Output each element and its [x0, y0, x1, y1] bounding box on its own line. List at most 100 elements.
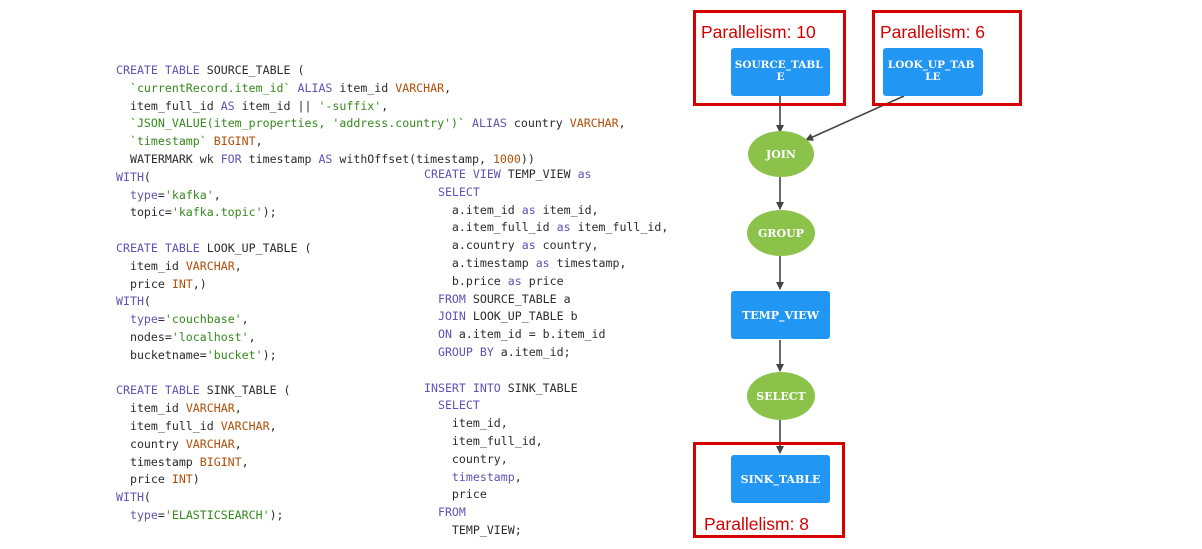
- code-token: );: [269, 507, 284, 522]
- code-token: GROUP BY: [437, 344, 494, 359]
- code-token: =: [157, 187, 165, 202]
- code-token: BIGINT: [199, 454, 242, 469]
- code-token: VARCHAR: [395, 80, 445, 95]
- code-token: ,: [241, 312, 249, 327]
- code-token: INT: [171, 276, 193, 291]
- code-token: a.item_id = b.item_id: [451, 327, 606, 342]
- node-group: GROUP: [747, 210, 815, 256]
- code-token: INT: [171, 472, 193, 487]
- code-token: 'bucket': [206, 347, 263, 362]
- code-token: nodes=: [116, 329, 172, 344]
- code-token: CREATE TABLE: [116, 63, 207, 77]
- code-line: country,: [424, 451, 668, 469]
- code-token: FOR: [220, 151, 242, 166]
- code-token: FROM: [437, 291, 466, 306]
- code-token: VARCHAR: [185, 436, 235, 451]
- code-line: `currentRecord.item_id` ALIAS item_id VA…: [116, 80, 626, 98]
- code-token: 'couchbase': [164, 312, 242, 327]
- code-token: CREATE TABLE: [116, 383, 207, 398]
- code-line: `JSON_VALUE(item_properties, 'address.co…: [116, 115, 626, 133]
- code-token: price: [521, 273, 564, 288]
- code-token: item_full_id,: [570, 220, 669, 235]
- node-look-up-table: LOOK_UP_TAB LE: [883, 48, 983, 96]
- code-token: CREATE TABLE: [116, 240, 207, 255]
- node-join-label: JOIN: [765, 148, 796, 161]
- code-token: 1000: [492, 151, 521, 166]
- code-line: FROM: [424, 504, 668, 522]
- code-line: timestamp,: [424, 469, 668, 487]
- sql-code-right: CREATE VIEW TEMP_VIEW as SELECT a.item_i…: [424, 166, 668, 540]
- code-token: timestamp,: [549, 255, 627, 270]
- code-token: item_id,: [535, 202, 599, 217]
- code-line: timestamp BIGINT,: [116, 454, 626, 472]
- node-look-up-table-label-line2: LE: [925, 71, 940, 83]
- code-token: (: [143, 169, 151, 184]
- code-token: VARCHAR: [569, 116, 619, 131]
- code-token: )): [520, 151, 535, 166]
- code-line: type='couchbase',: [116, 311, 626, 329]
- code-token: country: [506, 116, 570, 131]
- code-token: WITH: [116, 490, 144, 505]
- code-token: item_id: [116, 401, 186, 416]
- code-line: item_full_id AS item_id || '-suffix',: [116, 98, 626, 116]
- code-token: ,: [241, 454, 249, 469]
- code-token: (: [143, 490, 151, 505]
- code-token: );: [262, 347, 277, 362]
- code-token: ,: [234, 258, 242, 273]
- node-group-label: GROUP: [758, 227, 804, 240]
- code-token: as: [556, 220, 571, 235]
- code-token: SINK_TABLE: [507, 380, 578, 395]
- code-token: SOURCE_TABLE (: [206, 63, 305, 77]
- code-line: INSERT INTO SINK_TABLE: [424, 380, 668, 398]
- code-token: type: [129, 507, 158, 522]
- code-token: LOOK_UP_TABLE (: [206, 240, 312, 255]
- code-token: timestamp: [451, 469, 515, 484]
- code-line: ON a.item_id = b.item_id: [424, 326, 668, 344]
- code-token: (: [143, 294, 151, 309]
- code-token: topic=: [116, 205, 172, 220]
- code-token: a.timestamp: [424, 255, 536, 270]
- code-token: item_id: [116, 258, 186, 273]
- code-token: CREATE VIEW: [424, 167, 508, 181]
- code-line: a.item_id as item_id,: [424, 202, 668, 220]
- code-token: =: [157, 507, 165, 522]
- code-line: SELECT: [424, 184, 668, 202]
- code-line: SELECT: [424, 397, 668, 415]
- code-token: ALIAS: [297, 80, 333, 95]
- code-token: VARCHAR: [220, 418, 270, 433]
- code-token: `timestamp`: [129, 134, 207, 149]
- code-token: FROM: [437, 505, 466, 520]
- code-line: type='kafka',: [116, 187, 626, 205]
- code-line: `timestamp` BIGINT,: [116, 133, 626, 151]
- code-line: CREATE TABLE LOOK_UP_TABLE (: [116, 240, 626, 258]
- code-token: AS: [318, 151, 333, 166]
- code-token: a.country: [424, 238, 522, 253]
- node-temp-view: TEMP_VIEW: [731, 291, 830, 339]
- code-token: WITH: [116, 294, 144, 309]
- code-token: WITH: [116, 169, 144, 184]
- code-token: ,: [213, 187, 221, 202]
- code-line: FROM SOURCE_TABLE a: [424, 291, 668, 309]
- code-token: 'ELASTICSEARCH': [164, 507, 270, 522]
- code-line: GROUP BY a.item_id;: [424, 344, 668, 362]
- code-token: JOIN: [437, 309, 466, 324]
- node-temp-view-label: TEMP_VIEW: [742, 309, 820, 323]
- code-line: item_id VARCHAR,: [116, 258, 626, 276]
- code-token: item_full_id: [116, 98, 221, 113]
- code-token: ,: [618, 116, 626, 131]
- code-token: price: [116, 472, 172, 487]
- code-token: SELECT: [437, 398, 480, 413]
- code-token: `JSON_VALUE(item_properties, 'address.co…: [129, 116, 466, 131]
- code-token: 'kafka.topic': [171, 205, 263, 220]
- code-token: price: [116, 276, 172, 291]
- sink-highlight-box: [693, 442, 845, 538]
- svg-text:SOURCE_TABL E: SOURCE_TABL E: [735, 59, 827, 83]
- code-token: ,: [248, 329, 256, 344]
- svg-text:LOOK_UP_TAB LE: LOOK_UP_TAB LE: [888, 59, 978, 83]
- code-token: VARCHAR: [185, 401, 235, 416]
- code-token: VARCHAR: [185, 258, 235, 273]
- code-token: as: [521, 238, 536, 253]
- code-line: topic='kafka.topic');: [116, 204, 626, 222]
- code-line: item_full_id VARCHAR,: [116, 418, 626, 436]
